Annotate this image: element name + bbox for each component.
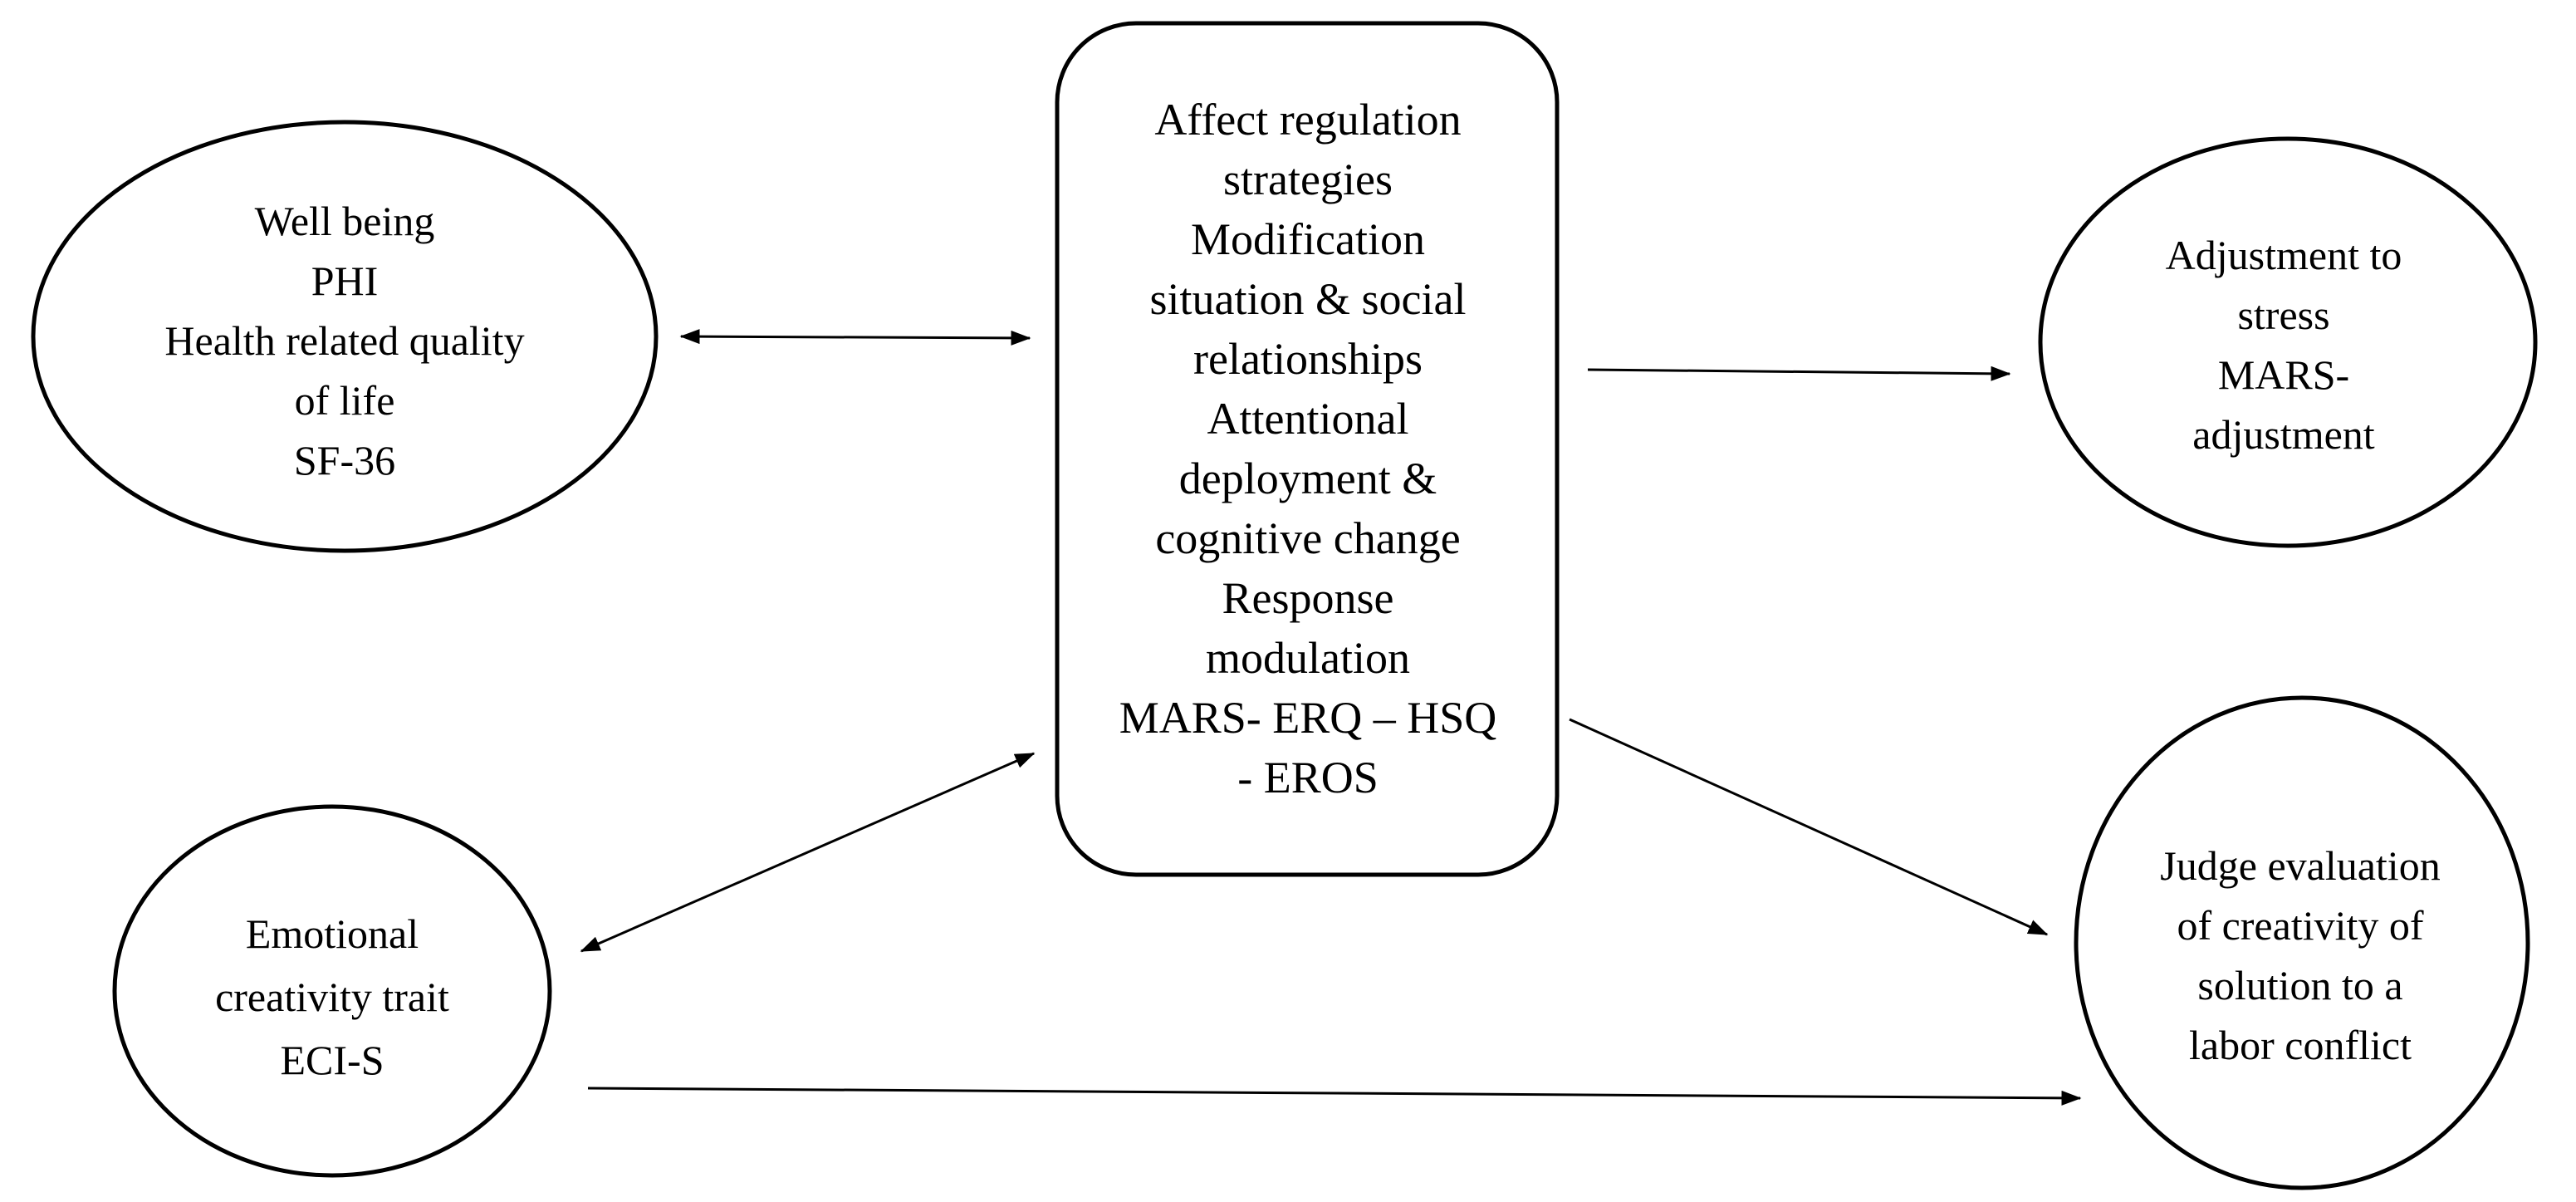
edge-wellbeing-central xyxy=(679,329,1031,346)
edge-emotional-central xyxy=(580,752,1036,953)
central-node xyxy=(1055,21,1560,877)
edge-central-adjustment xyxy=(1587,366,2011,381)
central-line: Affect regulation xyxy=(1154,95,1462,145)
emotional-line: creativity trait xyxy=(215,974,449,1020)
adjustment-node xyxy=(2038,136,2538,548)
adjustment-line: stress xyxy=(2237,292,2330,338)
wellbeing-line: SF-36 xyxy=(293,437,396,483)
wellbeing-line: of life xyxy=(294,377,395,424)
central-line: Attentional xyxy=(1207,394,1409,444)
edge-emotional-judge xyxy=(587,1087,2082,1106)
emotional-node xyxy=(112,804,552,1178)
central-line: strategies xyxy=(1223,155,1393,204)
wellbeing-line: PHI xyxy=(311,258,379,304)
central-line: - EROS xyxy=(1237,753,1379,802)
central-line: relationships xyxy=(1193,334,1423,384)
judge-line: of creativity of xyxy=(2177,902,2424,949)
adjustment-line: adjustment xyxy=(2192,411,2375,458)
emotional-line: ECI-S xyxy=(280,1037,384,1083)
wellbeing-line: Health related quality xyxy=(164,317,525,364)
central-line: deployment & xyxy=(1178,454,1437,503)
judge-line: labor conflict xyxy=(2189,1022,2412,1068)
judge-node-text: Judge evaluation of creativity of soluti… xyxy=(2068,789,2533,1121)
central-line: Modification xyxy=(1191,214,1425,264)
wellbeing-line: Well being xyxy=(254,198,435,244)
adjustment-line: MARS- xyxy=(2217,351,2350,398)
emotional-node-text: Emotional creativity trait ECI-S xyxy=(125,872,540,1121)
edge-central-judge xyxy=(1569,718,2049,936)
judge-node xyxy=(2074,695,2530,1190)
central-node-text: Affect regulation strategies Modificatio… xyxy=(1071,33,1545,864)
adjustment-node-text: Adjustment to stress MARS- adjustment xyxy=(2051,199,2516,490)
emotional-line: Emotional xyxy=(245,910,419,957)
judge-line: solution to a xyxy=(2197,962,2403,1008)
wellbeing-node-text: Well being PHI Health related quality of… xyxy=(75,174,615,507)
judge-line: Judge evaluation xyxy=(2160,842,2441,889)
central-line: MARS- ERQ – HSQ xyxy=(1119,693,1497,743)
central-line: Response xyxy=(1222,573,1394,623)
central-line: cognitive change xyxy=(1155,513,1461,563)
adjustment-line: Adjustment to xyxy=(2165,232,2402,278)
wellbeing-node xyxy=(31,120,659,553)
central-line: situation & social xyxy=(1149,274,1467,324)
central-line: modulation xyxy=(1206,633,1410,683)
